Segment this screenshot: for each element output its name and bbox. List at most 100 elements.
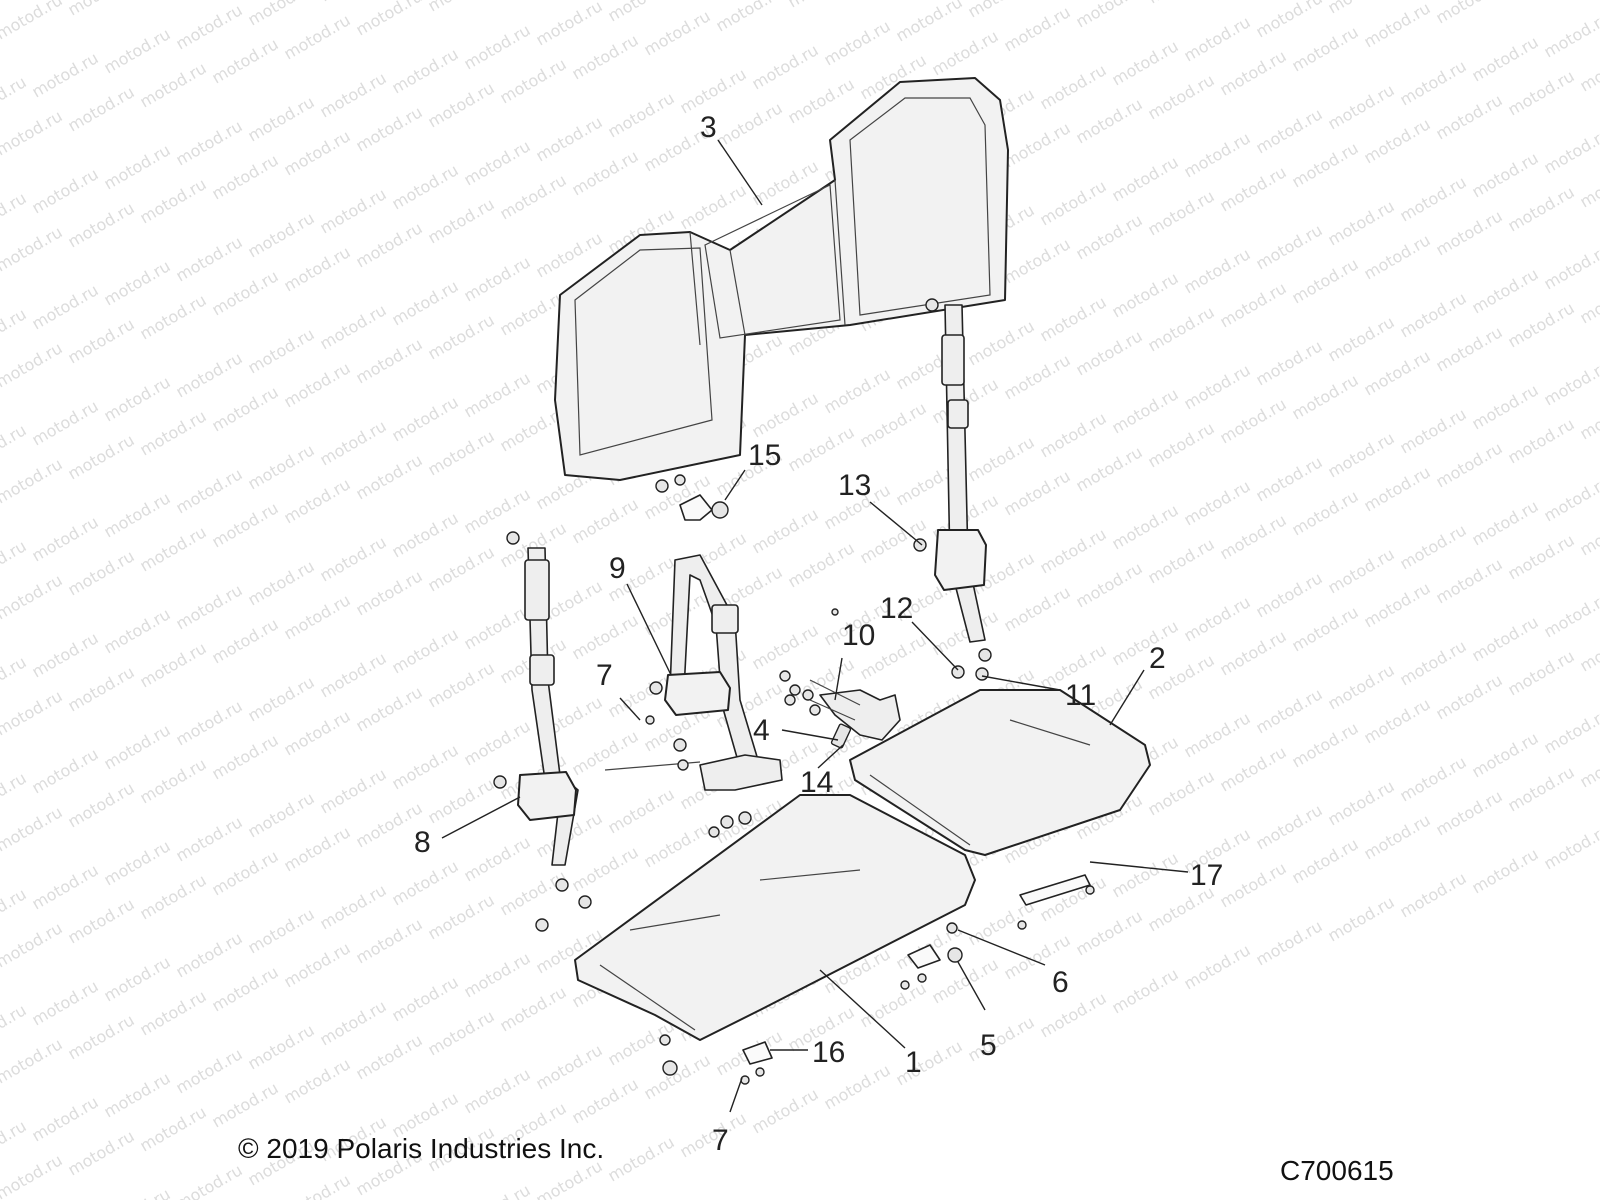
mounting-hardware bbox=[645, 608, 1095, 1085]
watermark-text: motod.ru bbox=[965, 316, 1038, 369]
watermark-text: motod.ru bbox=[245, 324, 318, 377]
watermark-text: motod.ru bbox=[461, 832, 534, 885]
watermark-text: motod.ru bbox=[173, 348, 246, 401]
watermark-text: motod.ru bbox=[0, 72, 30, 125]
callout-7-upper: 7 bbox=[596, 659, 613, 692]
watermark-text: motod.ru bbox=[173, 580, 246, 633]
watermark-text: motod.ru bbox=[317, 648, 390, 701]
watermark-text: motod.ru bbox=[1325, 892, 1398, 945]
watermark-text: motod.ru bbox=[281, 126, 354, 179]
watermark-text: motod.ru bbox=[569, 610, 642, 663]
watermark-text: motod.ru bbox=[1109, 964, 1182, 1017]
watermark-text: motod.ru bbox=[1181, 708, 1254, 761]
watermark-text: motod.ru bbox=[425, 0, 498, 15]
watermark-text: motod.ru bbox=[1289, 602, 1362, 655]
watermark-text: motod.ru bbox=[65, 1126, 138, 1179]
watermark-text: motod.ru bbox=[461, 1180, 534, 1200]
watermark-text: motod.ru bbox=[209, 266, 282, 319]
watermark-text: motod.ru bbox=[1505, 414, 1578, 467]
watermark-text: motod.ru bbox=[0, 1150, 66, 1200]
callout-9: 9 bbox=[609, 552, 626, 585]
seatbelt-center bbox=[604, 554, 783, 838]
watermark-text: motod.ru bbox=[1361, 810, 1434, 863]
watermark-text: motod.ru bbox=[1037, 292, 1110, 345]
watermark-text: motod.ru bbox=[1469, 728, 1542, 781]
watermark-text: motod.ru bbox=[1253, 0, 1326, 41]
watermark-text: motod.ru bbox=[569, 146, 642, 199]
watermark-text: motod.ru bbox=[29, 512, 102, 565]
watermark-text: motod.ru bbox=[137, 754, 210, 807]
watermark-text: motod.ru bbox=[209, 382, 282, 435]
watermark-text: motod.ru bbox=[461, 716, 534, 769]
watermark-text: motod.ru bbox=[1577, 274, 1600, 327]
watermark-text: motod.ru bbox=[1541, 472, 1600, 525]
watermark-text: motod.ru bbox=[1361, 694, 1434, 747]
watermark-text: motod.ru bbox=[245, 440, 318, 493]
watermark-text: motod.ru bbox=[1145, 766, 1218, 819]
copyright-text: © 2019 Polaris Industries Inc. bbox=[238, 1133, 604, 1164]
watermark-text: motod.ru bbox=[1073, 558, 1146, 611]
watermark-text: motod.ru bbox=[1001, 350, 1074, 403]
watermark-text: motod.ru bbox=[317, 764, 390, 817]
watermark-text: motod.ru bbox=[1037, 408, 1110, 461]
watermark-text: motod.ru bbox=[173, 0, 246, 53]
watermark-text: motod.ru bbox=[1541, 356, 1600, 409]
watermark-text: motod.ru bbox=[1217, 394, 1290, 447]
watermark-text: motod.ru bbox=[1109, 848, 1182, 901]
watermark-text: motod.ru bbox=[1001, 118, 1074, 171]
watermark-text: motod.ru bbox=[1253, 104, 1326, 157]
watermark-text: motod.ru bbox=[1217, 46, 1290, 99]
watermark-text: motod.ru bbox=[1325, 428, 1398, 481]
watermark-text: motod.ru bbox=[29, 976, 102, 1029]
watermark-text: motod.ru bbox=[1289, 254, 1362, 307]
watermark-text: motod.ru bbox=[1109, 384, 1182, 437]
callout-5: 5 bbox=[980, 1029, 997, 1062]
watermark-text: motod.ru bbox=[245, 1020, 318, 1073]
watermark-text: motod.ru bbox=[137, 174, 210, 227]
watermark-text: motod.ru bbox=[425, 426, 498, 479]
diagram-code: C700615 bbox=[1280, 1155, 1394, 1186]
watermark-text: motod.ru bbox=[29, 1092, 102, 1145]
callout-4: 4 bbox=[753, 714, 770, 747]
watermark-text: motod.ru bbox=[1073, 94, 1146, 147]
watermark-text: motod.ru bbox=[353, 566, 426, 619]
watermark-text: motod.ru bbox=[173, 232, 246, 285]
watermark-text: motod.ru bbox=[0, 420, 30, 473]
watermark-text: motod.ru bbox=[1469, 496, 1542, 549]
watermark-text: motod.ru bbox=[65, 198, 138, 251]
watermark-text: motod.ru bbox=[29, 280, 102, 333]
watermark-text: motod.ru bbox=[281, 822, 354, 875]
watermark-text: motod.ru bbox=[0, 652, 30, 705]
watermark-text: motod.ru bbox=[1361, 462, 1434, 515]
watermark-text: motod.ru bbox=[1577, 390, 1600, 443]
watermark-text: motod.ru bbox=[389, 160, 462, 213]
watermark-text: motod.ru bbox=[425, 194, 498, 247]
watermark-text: motod.ru bbox=[1361, 230, 1434, 283]
watermark-text: motod.ru bbox=[569, 726, 642, 779]
watermark-text: motod.ru bbox=[1289, 22, 1362, 75]
watermark-text: motod.ru bbox=[425, 890, 498, 943]
watermark-text: motod.ru bbox=[1145, 70, 1218, 123]
watermark-text: motod.ru bbox=[1577, 158, 1600, 211]
watermark-text: motod.ru bbox=[1253, 220, 1326, 273]
watermark-text: motod.ru bbox=[0, 768, 30, 821]
watermark-text: motod.ru bbox=[389, 508, 462, 561]
watermark-text: motod.ru bbox=[1037, 988, 1110, 1041]
watermark-text: motod.ru bbox=[0, 1000, 30, 1053]
watermark-text: motod.ru bbox=[1361, 0, 1434, 51]
callout-15: 15 bbox=[748, 439, 781, 472]
watermark-text: motod.ru bbox=[1325, 776, 1398, 829]
watermark-text: motod.ru bbox=[1037, 176, 1110, 229]
watermark-text: motod.ru bbox=[1505, 66, 1578, 119]
watermark-text: motod.ru bbox=[209, 846, 282, 899]
watermark-text: motod.ru bbox=[461, 136, 534, 189]
watermark-text: motod.ru bbox=[0, 1116, 30, 1169]
watermark-text: motod.ru bbox=[245, 904, 318, 957]
watermark-text: motod.ru bbox=[1253, 800, 1326, 853]
watermark-text: motod.ru bbox=[461, 600, 534, 653]
watermark-text: motod.ru bbox=[353, 102, 426, 155]
watermark-text: motod.ru bbox=[173, 1044, 246, 1097]
watermark-text: motod.ru bbox=[65, 778, 138, 831]
watermark-text: motod.ru bbox=[209, 614, 282, 667]
